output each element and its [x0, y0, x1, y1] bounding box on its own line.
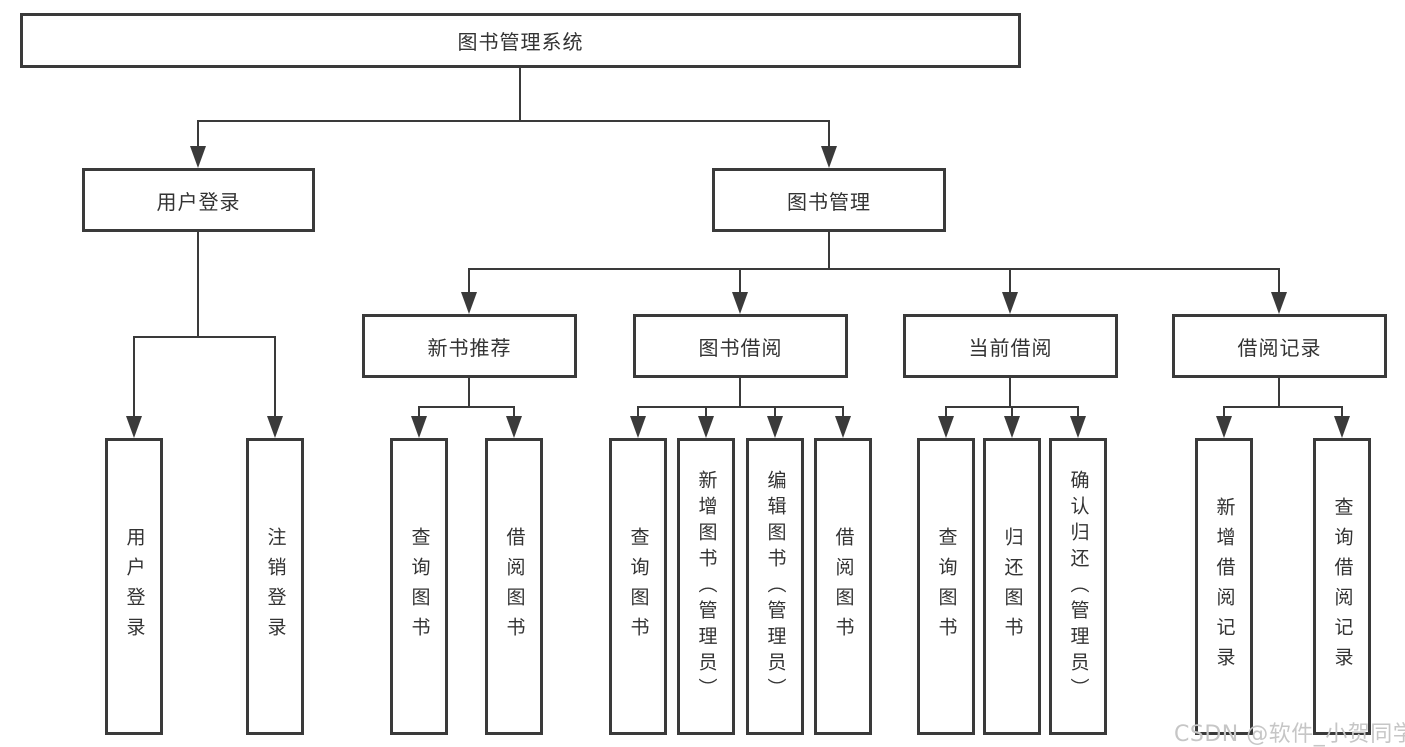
arrow-down-icon	[267, 416, 283, 438]
arrow-down-icon	[835, 416, 851, 438]
node-label: 查询图书	[627, 526, 650, 647]
connector-line	[468, 268, 470, 294]
node-label: 查询借阅记录	[1331, 496, 1354, 677]
node-current-borrow: 当前借阅	[903, 314, 1118, 378]
connector-line	[828, 120, 830, 148]
node-add-book-admin: 新增图书（管理员）	[677, 438, 735, 735]
node-label: 借阅图书	[832, 526, 855, 647]
node-label: 用户登录	[123, 526, 146, 647]
connector-line	[468, 268, 1280, 270]
node-borrow-records: 借阅记录	[1172, 314, 1387, 378]
node-new-book-recommend: 新书推荐	[362, 314, 577, 378]
watermark: CSDN @软件_小贺同学	[1174, 722, 1405, 747]
arrow-down-icon	[938, 416, 954, 438]
node-label: 借阅记录	[1237, 335, 1322, 360]
connector-line	[637, 406, 844, 408]
node-label: 编辑图书（管理员）	[764, 469, 787, 704]
node-query-books-borrow: 查询图书	[609, 438, 667, 735]
arrow-down-icon	[1004, 416, 1020, 438]
arrow-down-icon	[767, 416, 783, 438]
node-query-books-recommend: 查询图书	[390, 438, 448, 735]
arrow-down-icon	[1216, 416, 1232, 438]
node-label: 查询图书	[408, 526, 431, 647]
node-label: 查询图书	[935, 526, 958, 647]
connector-line	[1278, 378, 1280, 408]
connector-line	[197, 120, 199, 148]
arrow-down-icon	[698, 416, 714, 438]
connector-line	[1011, 406, 1013, 418]
connector-line	[133, 336, 135, 418]
connector-line	[1009, 378, 1011, 408]
arrow-down-icon	[506, 416, 522, 438]
arrow-down-icon	[821, 146, 837, 168]
connector-line	[418, 406, 420, 418]
node-return-books: 归还图书	[983, 438, 1041, 735]
connector-line	[637, 406, 639, 418]
connector-line	[1077, 406, 1079, 418]
arrow-down-icon	[1070, 416, 1086, 438]
connector-line	[418, 406, 515, 408]
arrow-down-icon	[732, 292, 748, 314]
node-label: 图书借阅	[698, 335, 783, 360]
node-logout: 注销登录	[246, 438, 304, 735]
connector-line	[828, 232, 830, 270]
connector-line	[1223, 406, 1225, 418]
node-book-borrow: 图书借阅	[633, 314, 848, 378]
node-label: 新书推荐	[427, 335, 512, 360]
node-label: 借阅图书	[503, 526, 526, 647]
connector-line	[1009, 268, 1011, 294]
arrow-down-icon	[126, 416, 142, 438]
connector-line	[705, 406, 707, 418]
node-label: 用户登录	[156, 189, 241, 214]
connector-line	[1341, 406, 1343, 418]
node-query-borrow-record: 查询借阅记录	[1313, 438, 1371, 735]
node-add-borrow-record: 新增借阅记录	[1195, 438, 1253, 735]
arrow-down-icon	[190, 146, 206, 168]
node-label: 归还图书	[1001, 526, 1024, 647]
node-label: 当前借阅	[968, 335, 1053, 360]
node-label: 图书管理系统	[457, 30, 584, 54]
connector-line	[468, 378, 470, 408]
connector-line	[739, 268, 741, 294]
node-label: 确认归还（管理员）	[1067, 469, 1090, 704]
arrow-down-icon	[411, 416, 427, 438]
connector-line	[197, 232, 199, 337]
connector-line	[1278, 268, 1280, 294]
connector-line	[197, 120, 830, 122]
node-query-books-current: 查询图书	[917, 438, 975, 735]
connector-line	[945, 406, 947, 418]
arrow-down-icon	[1271, 292, 1287, 314]
arrow-down-icon	[1334, 416, 1350, 438]
node-user-login-leaf: 用户登录	[105, 438, 163, 735]
connector-line	[513, 406, 515, 418]
node-label: 新增图书（管理员）	[695, 469, 718, 704]
arrow-down-icon	[461, 292, 477, 314]
connector-line	[739, 378, 741, 408]
node-confirm-return-admin: 确认归还（管理员）	[1049, 438, 1107, 735]
connector-line	[274, 336, 276, 418]
connector-line	[519, 68, 521, 122]
node-label: 图书管理	[787, 189, 871, 214]
arrow-down-icon	[630, 416, 646, 438]
node-user-login: 用户登录	[82, 168, 315, 232]
connector-line	[1223, 406, 1343, 408]
arrow-down-icon	[1002, 292, 1018, 314]
node-root: 图书管理系统	[20, 13, 1021, 68]
connector-line	[774, 406, 776, 418]
node-borrow-books-leaf: 借阅图书	[814, 438, 872, 735]
node-label: 注销登录	[264, 526, 287, 647]
node-book-management: 图书管理	[712, 168, 946, 232]
node-label: 新增借阅记录	[1213, 496, 1236, 677]
node-borrow-books-recommend: 借阅图书	[485, 438, 543, 735]
node-edit-book-admin: 编辑图书（管理员）	[746, 438, 804, 735]
connector-line	[134, 336, 276, 338]
connector-line	[842, 406, 844, 418]
